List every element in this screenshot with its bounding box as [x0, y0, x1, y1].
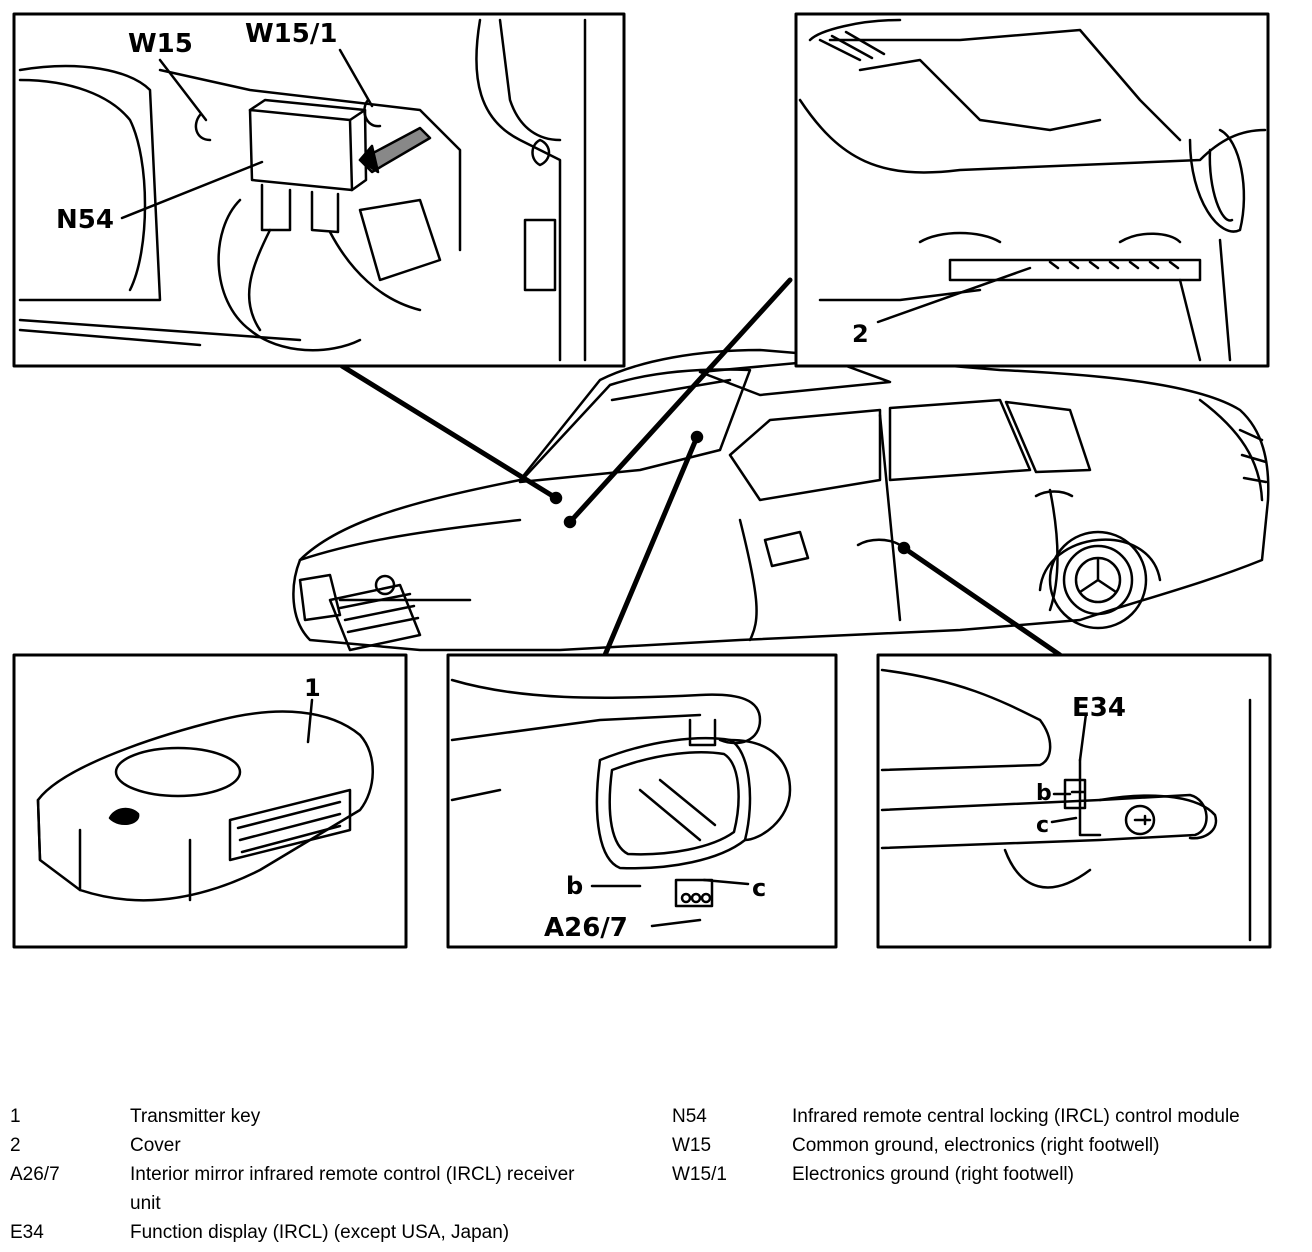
- legend-code: W15/1: [672, 1164, 727, 1185]
- legend-row: 2 Cover: [10, 1131, 600, 1160]
- label-w15-1: W15/1: [245, 19, 337, 49]
- legend-right: N54 Infrared remote central locking (IRC…: [672, 1102, 1247, 1189]
- component-location-diagram: W15 W15/1 N54 2 1 E34 b c b c A26/7: [12, 12, 1272, 949]
- legend-row: W15/1 Electronics ground (right footwell…: [672, 1160, 1247, 1189]
- legend-code: W15: [672, 1135, 712, 1156]
- legend-row: W15 Common ground, electronics (right fo…: [672, 1131, 1247, 1160]
- legend-code: 2: [10, 1135, 21, 1156]
- label-transmitter-key: 1: [304, 674, 321, 702]
- legend-description: Function display (IRCL) (except USA, Jap…: [130, 1222, 510, 1243]
- panel-transmitter-key: [12, 653, 408, 949]
- legend-left: 1 Transmitter key 2 Cover A26/7 Interior…: [10, 1102, 600, 1247]
- legend-description: Transmitter key: [130, 1106, 261, 1127]
- car-illustration: [292, 348, 1270, 652]
- legend-row: N54 Infrared remote central locking (IRC…: [672, 1102, 1247, 1131]
- label-c-mirror: c: [752, 874, 766, 902]
- legend-description: Cover: [130, 1135, 181, 1156]
- leader-lines: [339, 277, 1063, 658]
- legend-row: 1 Transmitter key: [10, 1102, 600, 1131]
- label-b-mirror: b: [566, 872, 583, 900]
- legend-description: Infrared remote central locking (IRCL) c…: [792, 1106, 1240, 1127]
- legend-row: A26/7 Interior mirror infrared remote co…: [10, 1160, 600, 1218]
- label-a26-7: A26/7: [544, 913, 628, 943]
- panel-interior-mirror: [446, 653, 838, 949]
- legend-code: E34: [10, 1222, 44, 1243]
- label-c-handle: c: [1036, 813, 1049, 838]
- legend-row: E34 Function display (IRCL) (except USA,…: [10, 1218, 600, 1247]
- label-n54: N54: [56, 205, 114, 235]
- panel-control-module: [12, 12, 626, 368]
- legend-description: Common ground, electronics (right footwe…: [792, 1135, 1160, 1156]
- label-e34: E34: [1072, 693, 1126, 723]
- legend-description: Electronics ground (right footwell): [792, 1164, 1074, 1185]
- label-cover: 2: [852, 320, 869, 348]
- legend-code: N54: [672, 1106, 707, 1127]
- panel-door-handle: [876, 653, 1272, 949]
- legend-code: A26/7: [10, 1164, 60, 1185]
- legend-description: Interior mirror infrared remote control …: [130, 1164, 575, 1214]
- label-b-handle: b: [1036, 781, 1052, 806]
- panel-cover: [794, 12, 1270, 368]
- label-w15: W15: [128, 29, 193, 59]
- callout-labels: W15 W15/1 N54 2 1 E34 b c b c A26/7: [56, 19, 1126, 943]
- legend-code: 1: [10, 1106, 21, 1127]
